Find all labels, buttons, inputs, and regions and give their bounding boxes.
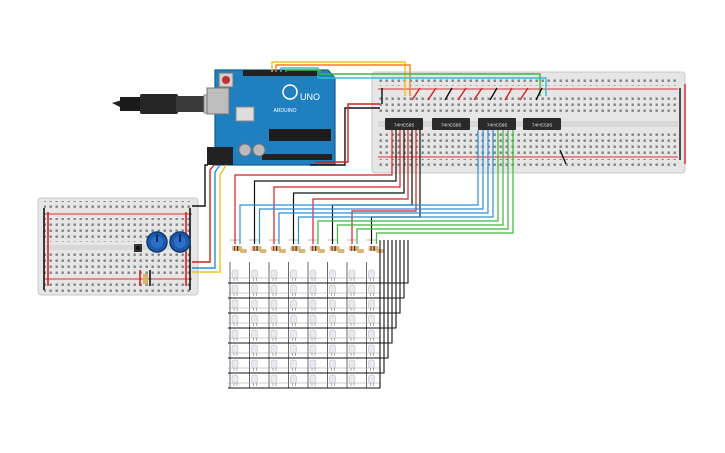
potentiometer-1[interactable] xyxy=(146,231,168,253)
resistor-row xyxy=(230,239,384,253)
led xyxy=(329,359,336,371)
led xyxy=(368,359,375,371)
led xyxy=(309,374,317,386)
led xyxy=(290,359,297,371)
led xyxy=(329,314,336,326)
led xyxy=(290,299,297,311)
top-wires xyxy=(271,61,686,166)
led xyxy=(329,344,336,356)
led xyxy=(368,284,375,296)
resistor xyxy=(249,239,267,253)
led xyxy=(251,314,258,326)
led xyxy=(231,359,239,371)
shift-register-chip: 74HC595 xyxy=(432,118,470,130)
led xyxy=(309,344,317,356)
shift-register-chip: 74HC595 xyxy=(385,118,423,130)
usb-cable xyxy=(112,94,221,114)
led xyxy=(231,269,239,281)
shift-register-chip: 74HC595 xyxy=(523,118,561,130)
led xyxy=(348,269,356,281)
led xyxy=(329,269,336,281)
resistor xyxy=(269,239,286,253)
pull-resistor xyxy=(143,274,148,284)
led xyxy=(329,284,336,296)
led xyxy=(270,299,278,311)
led xyxy=(309,359,317,371)
led xyxy=(290,344,297,356)
led xyxy=(290,284,297,296)
led xyxy=(309,329,317,341)
led xyxy=(290,374,297,386)
resistor xyxy=(327,239,345,253)
led xyxy=(348,314,356,326)
led xyxy=(329,329,336,341)
led xyxy=(309,284,317,296)
resistor xyxy=(347,239,364,253)
led xyxy=(251,344,258,356)
led xyxy=(348,344,356,356)
led xyxy=(329,299,336,311)
led xyxy=(231,299,239,311)
led xyxy=(231,329,239,341)
led xyxy=(251,299,258,311)
led xyxy=(270,284,278,296)
resistor xyxy=(308,239,325,253)
led xyxy=(348,374,356,386)
led xyxy=(231,374,239,386)
potentiometer-2[interactable] xyxy=(169,231,191,253)
led xyxy=(368,269,375,281)
led xyxy=(270,269,278,281)
led xyxy=(329,374,336,386)
led xyxy=(231,284,239,296)
shift-register-label: 74HC595 xyxy=(532,123,553,129)
led xyxy=(270,359,278,371)
led xyxy=(368,374,375,386)
led xyxy=(290,269,297,281)
led xyxy=(348,299,356,311)
led xyxy=(231,314,239,326)
led xyxy=(290,314,297,326)
led xyxy=(368,329,375,341)
led-matrix xyxy=(228,262,380,388)
led xyxy=(309,269,317,281)
led xyxy=(270,329,278,341)
led xyxy=(348,359,356,371)
shift-register-chip: 74HC595 xyxy=(478,118,516,130)
led xyxy=(368,299,375,311)
led xyxy=(231,344,239,356)
led xyxy=(270,314,278,326)
led xyxy=(309,314,317,326)
led xyxy=(368,314,375,326)
shift-register-group: 74HC595 74HC595 74HC595 74HC595 xyxy=(385,118,561,130)
led xyxy=(348,284,356,296)
led xyxy=(251,374,258,386)
led xyxy=(270,344,278,356)
push-button[interactable] xyxy=(134,244,142,252)
led xyxy=(368,344,375,356)
led xyxy=(251,284,258,296)
breadboard-left xyxy=(37,197,199,296)
resistor xyxy=(366,239,384,253)
shift-register-label: 74HC595 xyxy=(394,123,415,129)
led xyxy=(251,359,258,371)
led xyxy=(290,329,297,341)
shift-register-label: 74HC595 xyxy=(441,123,462,129)
led xyxy=(348,329,356,341)
resistor xyxy=(288,239,306,253)
led xyxy=(251,269,258,281)
resistor xyxy=(230,239,247,253)
led xyxy=(251,329,258,341)
led xyxy=(309,299,317,311)
shift-register-label: 74HC595 xyxy=(487,123,508,129)
arduino-model-text: UNO xyxy=(300,92,320,102)
arduino-uno-board: ARDUINO UNO xyxy=(206,69,336,166)
left-power-wires xyxy=(192,164,227,273)
led xyxy=(270,374,278,386)
bus-wires xyxy=(228,130,514,389)
arduino-logo-text: ARDUINO xyxy=(273,108,296,114)
